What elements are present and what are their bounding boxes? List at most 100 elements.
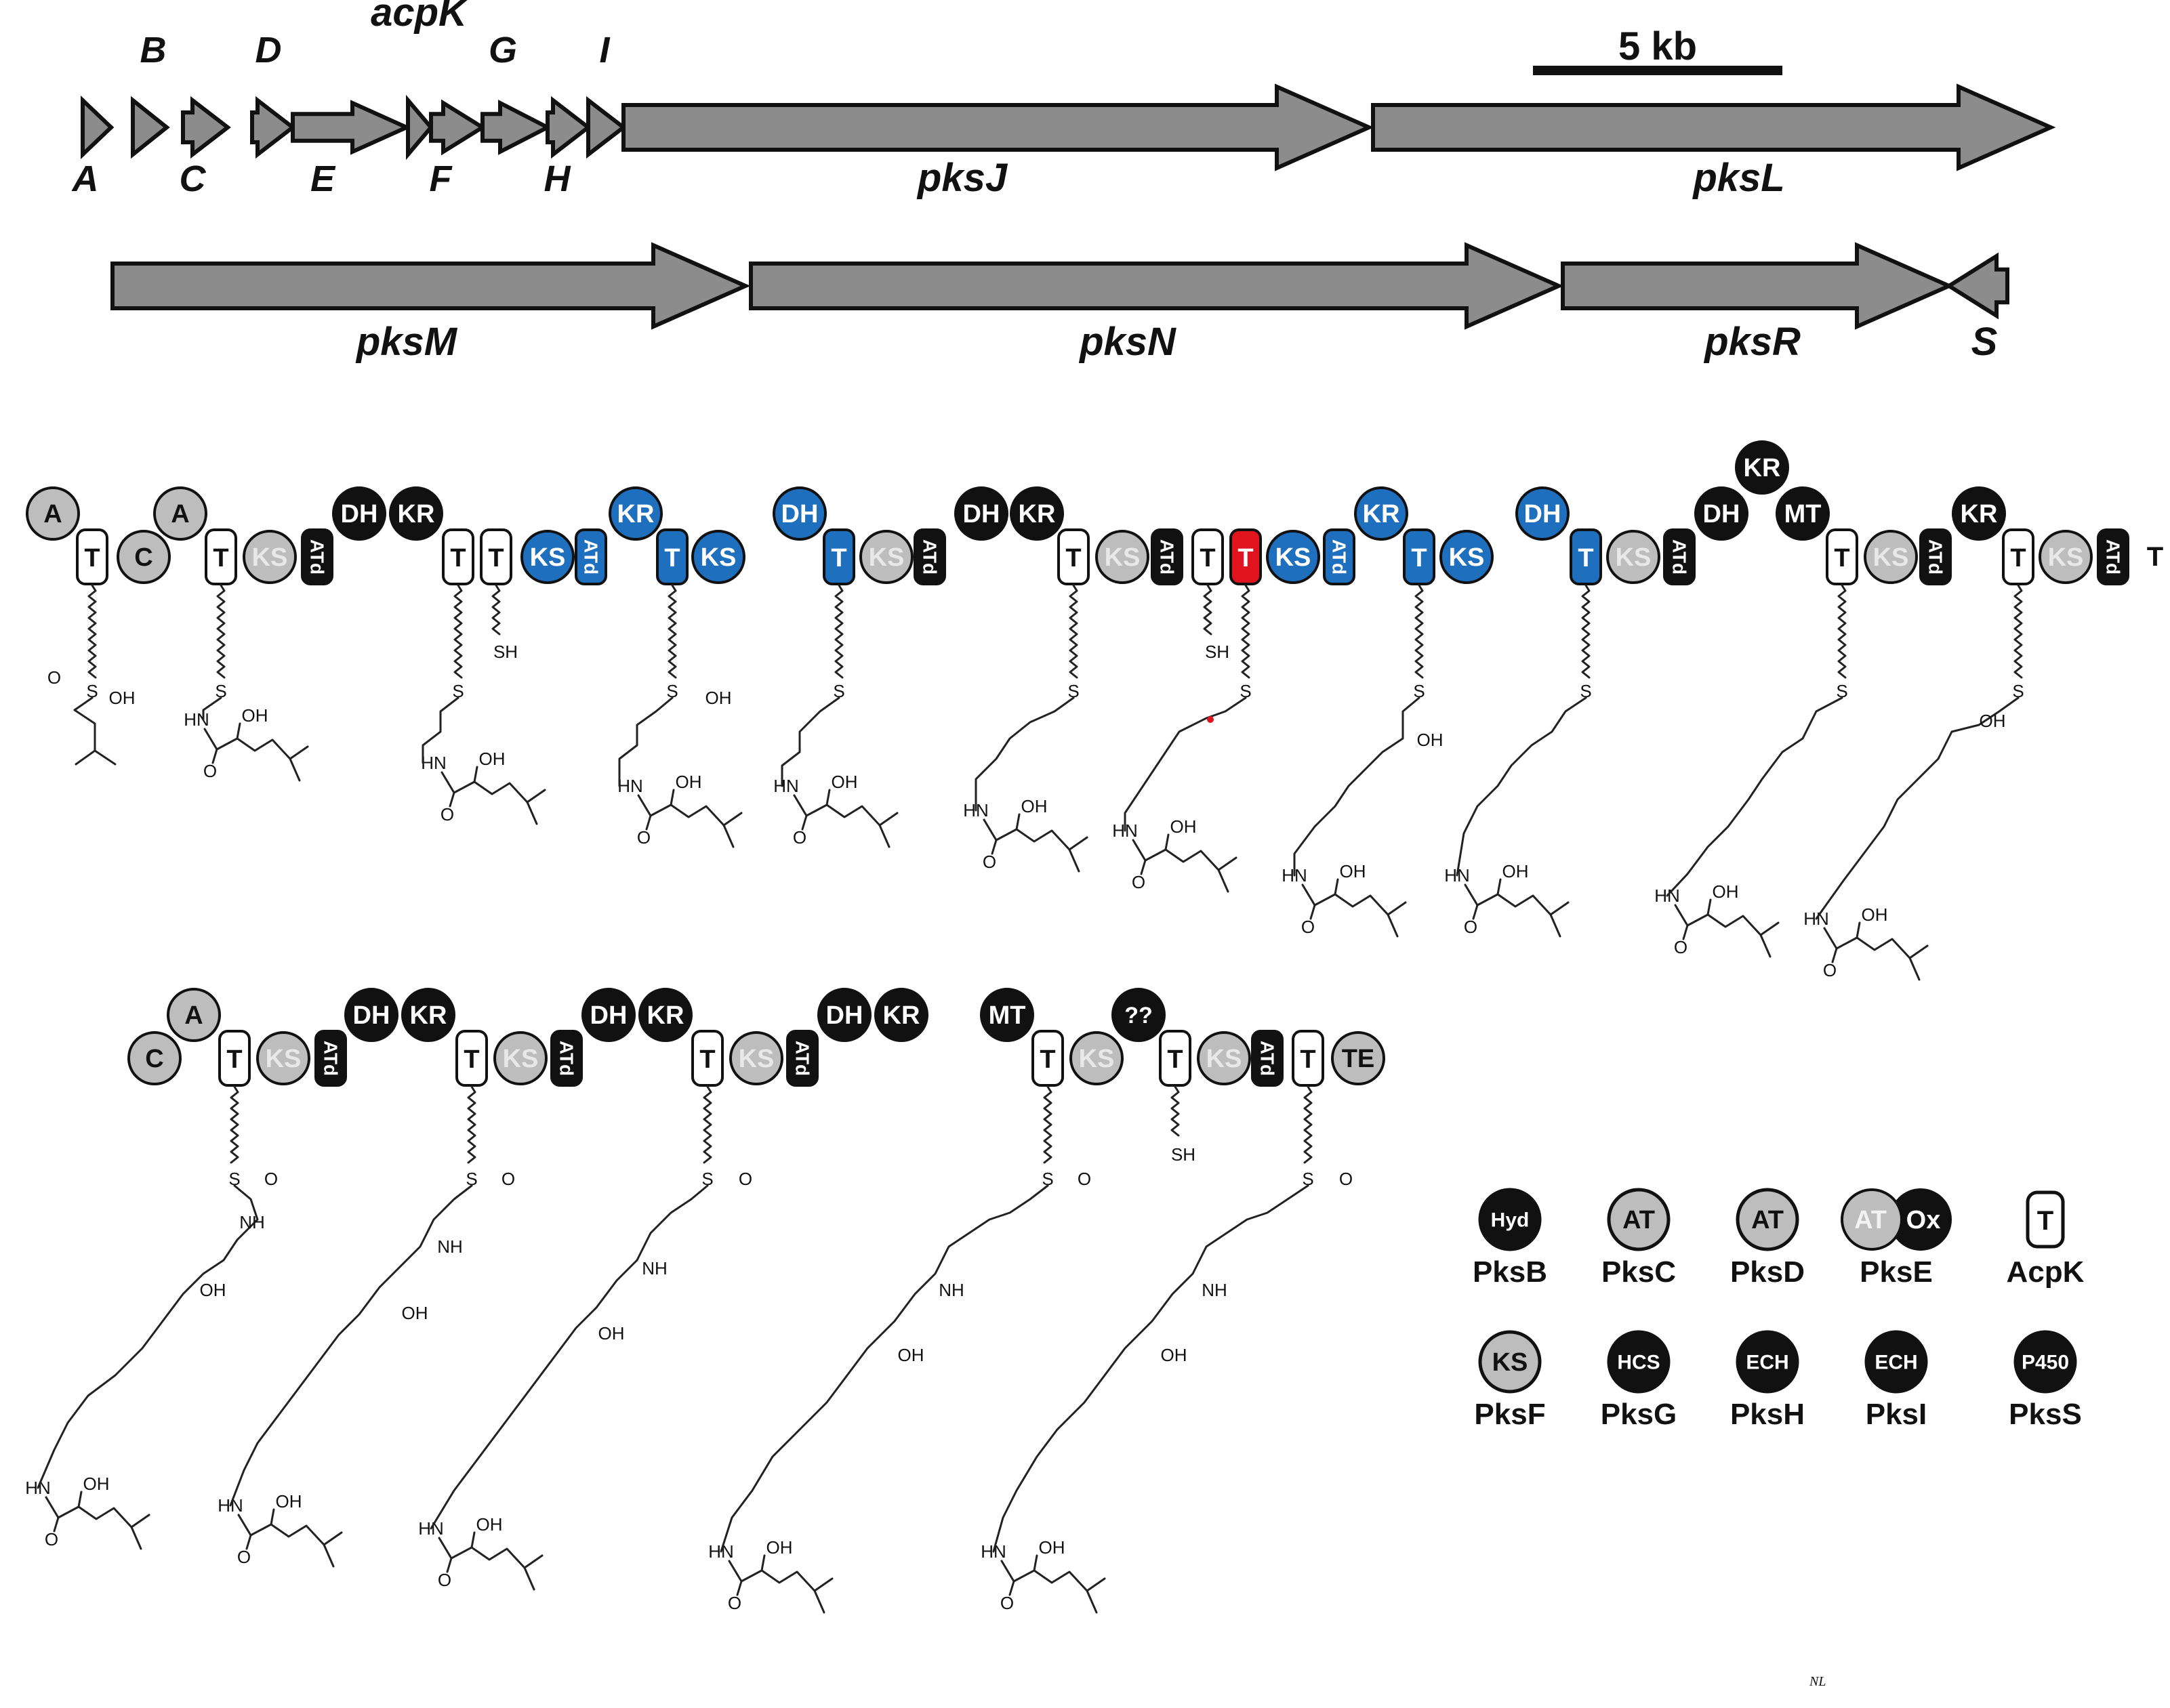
thioester-s-label: S — [701, 1169, 713, 1189]
domain-ks — [1069, 1031, 1124, 1085]
amide-nh-label: NH — [1202, 1280, 1227, 1300]
domain-ks-label: KS — [1275, 543, 1311, 572]
hydroxyl-label: OH — [676, 772, 702, 792]
domain-dh-label: DH — [781, 500, 819, 528]
legend-pksg-name: PksG — [1601, 1398, 1677, 1431]
domain-atd-label: ATd — [1329, 539, 1350, 575]
carbonyl-o-label: O — [501, 1169, 515, 1189]
carbonyl-bond — [1140, 859, 1147, 875]
gene-arrow-S — [1945, 252, 2009, 320]
domain-atd-label: ATd — [1157, 539, 1178, 575]
gene-label-pksJ: pksJ — [916, 156, 1008, 200]
domain-t-label: T — [450, 544, 466, 572]
domain-t — [1403, 528, 1435, 585]
gene-arrow-pksL — [1371, 83, 2056, 171]
domain-t-label: T — [1411, 544, 1427, 572]
domain-t — [442, 528, 474, 585]
carbonyl-bond — [1472, 904, 1479, 920]
hydroxyl-label: OH — [705, 688, 732, 708]
domain-ks-label: KS — [701, 543, 737, 572]
domain-atd — [2097, 528, 2129, 585]
domain-ks — [1864, 530, 1918, 584]
carbonyl-o-label: O — [203, 761, 217, 781]
domain-mt-label: MT — [1784, 500, 1822, 528]
leucyl-chain — [203, 728, 309, 760]
legend-pksd-symbol-label: AT — [1751, 1206, 1784, 1234]
isopropyl-branch — [526, 801, 538, 825]
domain-kr — [1354, 486, 1408, 541]
thioester-s-label: S — [1836, 681, 1847, 701]
hydroxyl-bond — [1856, 921, 1861, 939]
gene-arrow-acpK — [429, 99, 487, 156]
acyl-bond — [73, 696, 94, 711]
domain-ks — [859, 530, 914, 584]
domain-atd-label: ATd — [321, 1041, 342, 1076]
hydroxyl-label: OH — [476, 1514, 503, 1535]
domain-ks-label: KS — [869, 543, 905, 572]
domain-ks — [1439, 530, 1494, 584]
domain-ks-label: KS — [530, 543, 566, 572]
domain-t — [691, 1030, 724, 1087]
amide-hn-label: HN — [421, 753, 447, 773]
hydroxyl-bond — [670, 789, 675, 806]
leucyl-chain — [793, 794, 899, 827]
legend-pksf-symbol-label: KS — [1492, 1348, 1528, 1377]
isopropyl-branch — [1387, 913, 1399, 938]
domain-mt — [1776, 486, 1830, 541]
leucyl-chain — [438, 1537, 544, 1569]
thioester-s-label: S — [666, 681, 678, 701]
isopropyl-branch — [1908, 957, 1921, 981]
hydroxyl-label: OH — [1980, 711, 2006, 731]
carbonyl-o-label: O — [1132, 872, 1145, 892]
domain-kr-label: KR — [647, 1001, 684, 1030]
domain-ks-label: KS — [1079, 1045, 1115, 1073]
phosphopantetheine-arm — [230, 1085, 239, 1164]
domain-ks — [1606, 530, 1660, 584]
legend-pksg-symbol — [1607, 1330, 1671, 1394]
hydroxyl-bond — [1164, 833, 1170, 851]
domain-dh — [773, 486, 827, 541]
isopropyl-branch — [323, 1543, 335, 1568]
gene-arrow-A — [81, 96, 115, 159]
gene-arrow-pksM — [110, 242, 751, 330]
amide-nh-label: NH — [239, 1212, 265, 1232]
domain-t-label: T — [464, 1045, 479, 1074]
domain-ks — [691, 530, 745, 584]
gene-arrow-pksR — [1561, 242, 1954, 330]
hydroxyl-label: OH — [200, 1280, 226, 1300]
hydroxyl-bond — [1033, 1554, 1038, 1572]
scale-bar-label: 5 kb — [1618, 24, 1697, 68]
domain-c — [127, 1031, 182, 1085]
trailing-t-label: T — [2147, 542, 2163, 572]
domain-dh-label: DH — [1524, 500, 1561, 528]
domain-unknown-label: ?? — [1124, 1003, 1153, 1028]
thioester-s-label: S — [452, 681, 464, 701]
isopropyl-branch — [1068, 848, 1080, 873]
legend-pksd-symbol — [1736, 1188, 1799, 1251]
domain-c — [117, 530, 171, 584]
hydroxyl-bond — [1496, 878, 1502, 896]
hydroxyl-bond — [760, 1554, 766, 1572]
polyketide-backbone — [37, 1184, 259, 1489]
legend-pkss-name: PksS — [2009, 1398, 2082, 1431]
isopropyl-branch — [878, 824, 890, 848]
gene-arrow-B — [131, 96, 170, 159]
legend-pksb-symbol-label: Hyd — [1491, 1209, 1530, 1232]
free-thiol-label: SH — [493, 642, 518, 662]
hydroxyl-label: OH — [1713, 881, 1739, 902]
domain-ks — [729, 1031, 783, 1085]
phosphopantetheine-arm — [87, 584, 97, 679]
gene-label-I: I — [599, 30, 610, 70]
carbonyl-bond — [211, 748, 218, 764]
hydroxyl-label: OH — [832, 772, 858, 792]
leucyl-chain — [237, 1514, 343, 1546]
domain-kr — [1952, 486, 2006, 541]
domain-unknown — [1111, 988, 1166, 1042]
domain-atd — [301, 528, 333, 585]
legend-pksf-name: PksF — [1474, 1398, 1545, 1431]
domain-t-label: T — [84, 544, 100, 572]
leucyl-chain — [45, 1496, 150, 1528]
domain-mt-label: MT — [989, 1001, 1026, 1030]
domain-t-label: T — [699, 1045, 715, 1074]
phosphopantetheine-arm — [2013, 584, 2023, 679]
